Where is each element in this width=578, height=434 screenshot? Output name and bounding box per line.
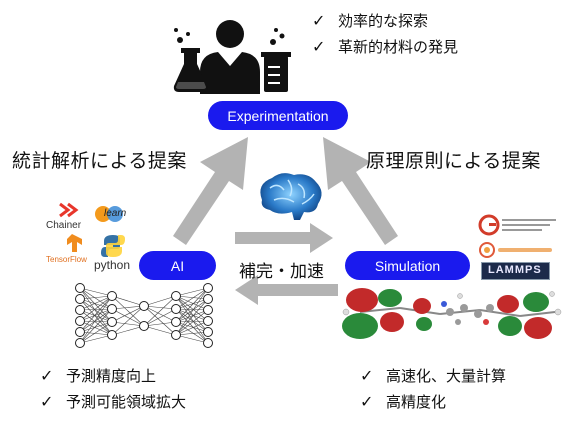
tensorflow-logo-icon (67, 234, 82, 252)
lammps-logo: LAMMPS (481, 262, 550, 280)
experimentation-points: ✓ 効率的な探索 ✓ 革新的材料の発見 (312, 8, 458, 60)
learn-logo-icon (95, 206, 123, 222)
arrow-simulation-to-ai (235, 275, 338, 305)
simulation-logo-1-icon (478, 214, 500, 236)
list-item: ✓ 革新的材料の発見 (312, 34, 458, 60)
simulation-point-1: 高速化、大量計算 (386, 367, 507, 385)
python-logo-label: python (94, 258, 131, 272)
check-icon: ✓ (312, 11, 326, 30)
ai-point-2: 予測可能領域拡大 (66, 393, 187, 411)
scientist-icon (173, 20, 291, 94)
experimentation-node: Experimentation (208, 101, 348, 130)
simulation-node: Simulation (345, 251, 470, 280)
check-icon: ✓ (40, 392, 54, 411)
right-label: 原理原則による提案 (366, 150, 541, 172)
python-logo-icon (101, 235, 125, 257)
check-icon: ✓ (360, 366, 374, 385)
ai-point-1: 予測精度向上 (66, 367, 157, 385)
check-icon: ✓ (360, 392, 374, 411)
chainer-logo-icon (59, 202, 79, 218)
check-icon: ✓ (40, 366, 54, 385)
ai-points: ✓ 予測精度向上 ✓ 予測可能領域拡大 (40, 363, 186, 415)
list-item: ✓ 高精度化 (360, 389, 506, 415)
middle-label: 補完・加速 (239, 262, 324, 282)
experimentation-point-1: 効率的な探索 (338, 12, 429, 30)
left-label: 統計解析による提案 (12, 150, 187, 172)
arrow-ai-to-simulation (235, 223, 333, 253)
simulation-points: ✓ 高速化、大量計算 ✓ 高精度化 (360, 363, 506, 415)
chainer-logo-label: Chainer (46, 220, 82, 231)
arrow-simulation-to-experimentation (323, 137, 398, 245)
simulation-logo-2-icon (479, 242, 552, 258)
list-item: ✓ 高速化、大量計算 (360, 363, 506, 389)
learn-logo-label: learn (104, 208, 127, 219)
arrow-ai-to-experimentation (173, 137, 248, 245)
ai-node: AI (139, 251, 216, 280)
experimentation-point-2: 革新的材料の発見 (338, 38, 459, 56)
simulation-logo-1-text-icon (502, 219, 556, 231)
list-item: ✓ 予測精度向上 (40, 363, 186, 389)
neural-network-icon (75, 283, 213, 348)
lammps-logo-label: LAMMPS (488, 264, 542, 276)
tensorflow-logo-label: TensorFlow (46, 255, 87, 264)
molecule-orbital-icon (342, 288, 562, 339)
list-item: ✓ 予測可能領域拡大 (40, 389, 186, 415)
check-icon: ✓ (312, 37, 326, 56)
brain-icon (260, 173, 322, 220)
simulation-point-2: 高精度化 (386, 393, 447, 411)
list-item: ✓ 効率的な探索 (312, 8, 458, 34)
